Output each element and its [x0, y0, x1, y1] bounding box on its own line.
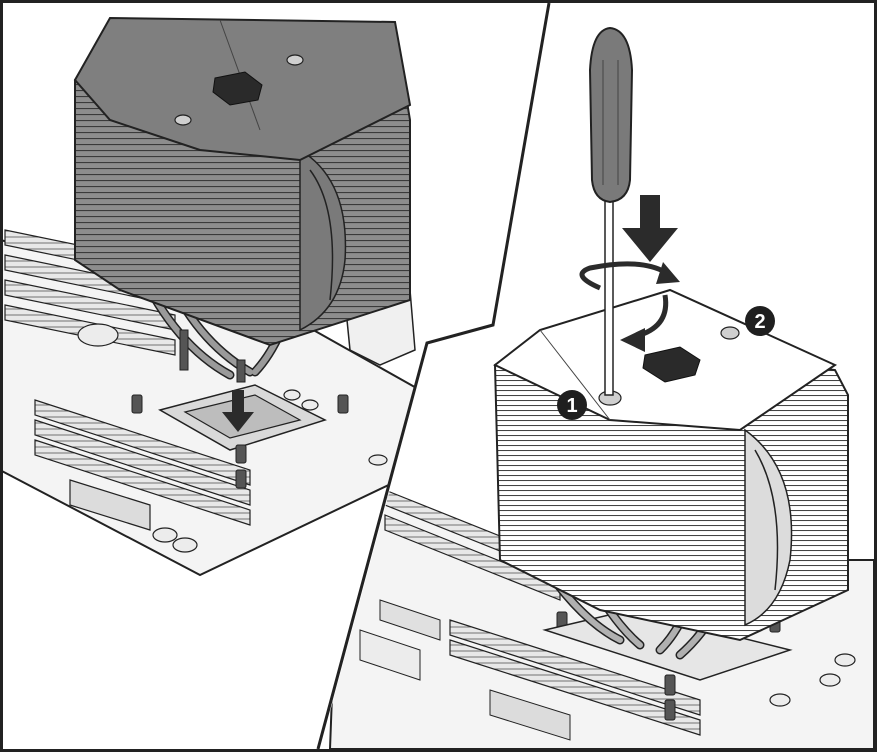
screwdriver-icon	[588, 26, 634, 396]
down-arrow-icon	[222, 390, 254, 432]
logo-icon	[642, 346, 701, 383]
down-arrow-icon	[622, 195, 678, 262]
step-badge-1: 1	[557, 390, 587, 420]
cpu-cooler-icon	[73, 16, 412, 383]
step-badge-2: 2	[745, 306, 775, 336]
step-2-label: 2	[754, 311, 765, 333]
left-panel	[3, 16, 421, 577]
logo-icon	[212, 71, 263, 106]
motherboard-left	[3, 229, 421, 577]
step-1-label: 1	[566, 395, 577, 417]
panel-divider	[316, 2, 551, 750]
